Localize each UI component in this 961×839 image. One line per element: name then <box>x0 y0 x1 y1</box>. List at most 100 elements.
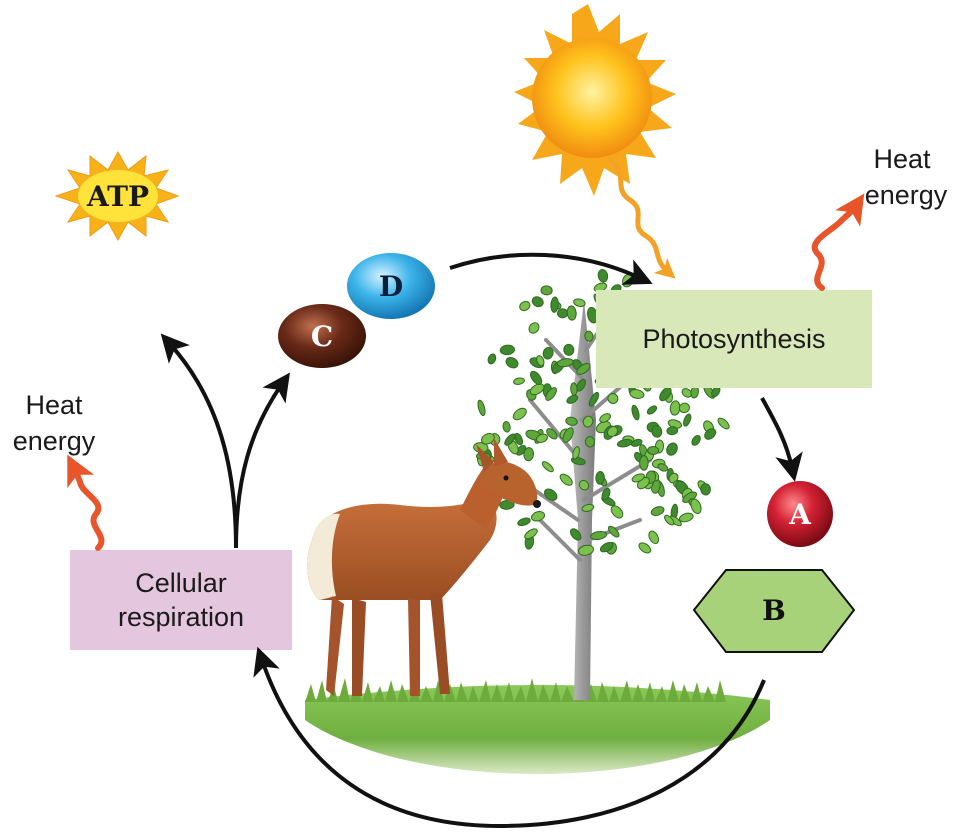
photosynthesis-label: Photosynthesis <box>642 324 825 354</box>
tree-leaf <box>504 433 516 446</box>
tree-leaf <box>647 445 660 456</box>
tree-leaf <box>530 511 546 522</box>
heat-energy-left-line1: Heat <box>25 390 83 420</box>
atp-burst-icon: ATP <box>54 150 180 242</box>
tree-leaf <box>576 378 586 392</box>
tree-leaf <box>487 353 497 365</box>
respiration-label-line1: Cellular <box>135 568 227 598</box>
heat-energy-right-line1: Heat <box>873 144 931 174</box>
tree-leaf <box>597 269 609 283</box>
tree-leaf <box>578 479 590 491</box>
tree-leaf <box>544 488 558 501</box>
cellular-respiration-box: Cellular respiration <box>70 550 292 650</box>
respiration-label-line2: respiration <box>118 602 244 632</box>
tree-leaf <box>599 541 614 553</box>
token-c-label: C <box>311 320 333 353</box>
tree-leaf <box>536 355 545 367</box>
tree-leaf <box>573 298 586 308</box>
tree-leaf <box>557 308 569 319</box>
tree-leaf <box>566 394 579 404</box>
tree-leaf <box>607 525 620 538</box>
tree-leaf <box>599 413 611 423</box>
tree-leaf <box>531 296 544 308</box>
heat-arrow-right <box>811 193 865 291</box>
tree-leaf <box>499 499 515 510</box>
token-d: D <box>347 253 435 319</box>
tree-leaf <box>529 383 545 396</box>
tree-leaf <box>651 425 663 438</box>
tree-leaf <box>582 415 594 428</box>
heat-energy-left-line2: energy <box>13 426 96 456</box>
tree-leaf <box>659 387 672 402</box>
tree-leaf <box>481 432 495 445</box>
tree-leaf <box>607 393 619 404</box>
tree-leaf <box>556 358 574 368</box>
tree-leaf <box>519 300 531 312</box>
tree-leaf <box>566 305 577 321</box>
tree-leaf <box>630 438 643 447</box>
tree-leaf <box>528 322 540 334</box>
tree-leaf <box>529 370 543 385</box>
tree-leaf <box>590 530 608 541</box>
tree-leaf <box>657 463 669 472</box>
tree-leaf <box>524 528 538 540</box>
heat-arrow-left <box>67 454 105 551</box>
tree-leaf <box>512 407 527 421</box>
tree-leaf <box>588 391 600 407</box>
arrow-to-a <box>760 397 803 482</box>
sunlight-arrow <box>607 157 676 279</box>
token-d-label: D <box>379 270 403 303</box>
token-a-label: A <box>788 498 812 531</box>
heat-energy-right-line2: energy <box>865 180 948 210</box>
tree-leaf <box>477 399 486 417</box>
token-a: A <box>767 481 833 547</box>
arrow-to-c <box>234 372 290 549</box>
tree-leaf <box>584 436 595 448</box>
tree-leaf <box>679 512 694 523</box>
tree-leaf <box>629 389 645 399</box>
arrow-to-respiration <box>253 646 766 829</box>
tree-leaf <box>513 377 525 385</box>
tree-leaf <box>584 330 594 342</box>
tree-leaf <box>666 442 678 456</box>
tree-leaf <box>666 426 679 436</box>
tree-leaf <box>523 447 535 462</box>
tree-leaf <box>578 544 594 556</box>
tree-leaf <box>631 473 645 483</box>
tree-leaf <box>514 432 524 446</box>
tree-leaf <box>631 404 640 421</box>
tree-leaf <box>683 413 692 427</box>
tree-leaf <box>570 382 578 396</box>
token-c: C <box>278 304 366 368</box>
tree-leaf <box>563 343 575 356</box>
tree-leaf <box>550 296 559 313</box>
tree-leaf <box>610 505 624 519</box>
token-b: B <box>692 569 856 653</box>
tree-leaf <box>572 446 580 460</box>
deer-illustration <box>307 438 541 696</box>
tree-leaf <box>569 528 582 541</box>
tree-leaf <box>545 387 557 401</box>
tree-leaf <box>540 285 553 296</box>
tree-leaf <box>700 483 711 496</box>
tree-leaf <box>678 402 690 414</box>
tree-leaf <box>639 455 649 471</box>
tree-leaf <box>517 517 531 527</box>
tree-leaf <box>691 435 701 446</box>
photosynthesis-box: Photosynthesis <box>596 290 872 388</box>
tree-leaf <box>546 428 558 440</box>
tree-leaf <box>581 503 595 512</box>
tree-leaf <box>717 417 730 430</box>
tree-leaf <box>704 428 717 440</box>
tree-leaf <box>541 461 554 473</box>
arrow-to-atp <box>160 333 238 549</box>
tree-leaf <box>505 356 519 369</box>
tree-leaf <box>499 344 515 356</box>
tree-leaf <box>601 487 611 501</box>
tree-leaf <box>559 473 573 486</box>
tree-leaf <box>650 506 665 517</box>
tree-leaf <box>664 514 675 526</box>
tree-leaf <box>502 421 511 433</box>
arrow-to-photosynthesis <box>449 252 653 285</box>
